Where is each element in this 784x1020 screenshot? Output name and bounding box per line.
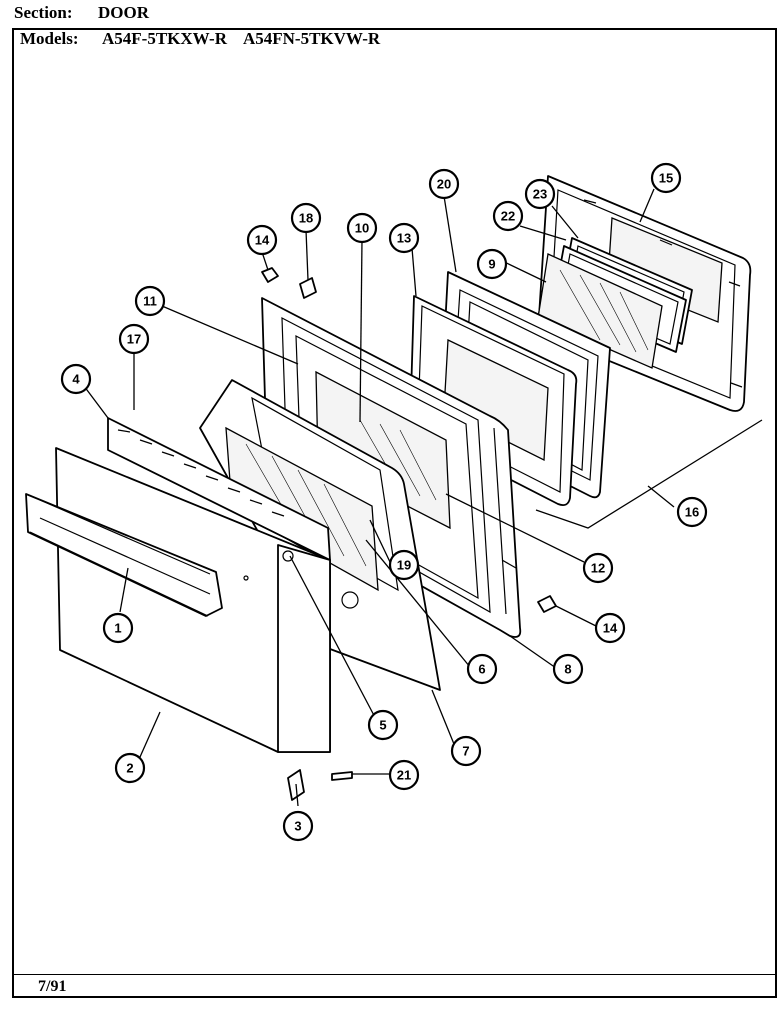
svg-text:13: 13 xyxy=(397,231,411,246)
callout-14-lower: 14 xyxy=(594,612,626,644)
callout-17: 17 xyxy=(118,323,150,355)
section-value: DOOR xyxy=(98,3,149,22)
callout-12: 12 xyxy=(582,552,614,584)
svg-text:8: 8 xyxy=(564,662,571,677)
svg-text:2: 2 xyxy=(126,761,133,776)
callout-18: 18 xyxy=(290,202,322,234)
models-line: Models: A54F-5TKXW-R A54FN-5TKVW-R xyxy=(20,29,380,49)
callout-19: 19 xyxy=(388,549,420,581)
model-number-2: A54FN-5TKVW-R xyxy=(242,29,381,48)
svg-text:12: 12 xyxy=(591,561,605,576)
svg-text:18: 18 xyxy=(299,211,313,226)
svg-text:9: 9 xyxy=(488,257,495,272)
callout-20: 20 xyxy=(428,168,460,200)
door-handle-part xyxy=(25,493,223,617)
svg-text:14: 14 xyxy=(603,621,618,636)
callout-22: 22 xyxy=(492,200,524,232)
middle-door-frame-part xyxy=(409,295,578,507)
callout-3: 3 xyxy=(282,810,314,842)
svg-text:1: 1 xyxy=(114,621,121,636)
svg-text:5: 5 xyxy=(379,718,386,733)
callout-14-upper: 14 xyxy=(246,224,278,256)
callout-8: 8 xyxy=(552,653,584,685)
date-code: 7/91 xyxy=(38,978,67,995)
svg-text:23: 23 xyxy=(533,187,547,202)
callout-11: 11 xyxy=(134,285,166,317)
svg-text:15: 15 xyxy=(659,171,673,186)
callout-7: 7 xyxy=(450,735,482,767)
svg-text:10: 10 xyxy=(355,221,369,236)
callout-16: 16 xyxy=(676,496,708,528)
footer-rule xyxy=(12,974,777,975)
section-label: Section: xyxy=(14,3,73,22)
callout-6: 6 xyxy=(466,653,498,685)
svg-text:7: 7 xyxy=(462,744,469,759)
svg-text:14: 14 xyxy=(255,233,270,248)
group-bracket-16 xyxy=(535,419,763,529)
inner-glass-part xyxy=(537,253,663,369)
callout-13: 13 xyxy=(388,222,420,254)
callout-1: 1 xyxy=(102,612,134,644)
clip-part xyxy=(299,277,317,299)
callout-21: 21 xyxy=(388,759,420,791)
callout-9: 9 xyxy=(476,248,508,280)
svg-text:3: 3 xyxy=(294,819,301,834)
svg-text:19: 19 xyxy=(397,558,411,573)
leader-lines xyxy=(83,188,675,807)
section-line: Section: DOOR xyxy=(14,3,149,23)
model-number-1: A54F-5TKXW-R xyxy=(102,29,227,48)
svg-text:21: 21 xyxy=(397,768,411,783)
svg-text:6: 6 xyxy=(478,662,485,677)
callout-15: 15 xyxy=(650,162,682,194)
svg-text:11: 11 xyxy=(143,294,157,309)
callout-2: 2 xyxy=(114,752,146,784)
callout-23: 23 xyxy=(524,178,556,210)
callout-4: 4 xyxy=(60,363,92,395)
screw-part xyxy=(331,771,353,781)
callout-10: 10 xyxy=(346,212,378,244)
svg-text:16: 16 xyxy=(685,505,699,520)
svg-text:20: 20 xyxy=(437,177,451,192)
svg-text:22: 22 xyxy=(501,209,515,224)
models-label: Models: xyxy=(20,29,79,48)
diagram-frame xyxy=(12,28,777,998)
svg-text:17: 17 xyxy=(127,332,141,347)
callout-5: 5 xyxy=(367,709,399,741)
svg-text:4: 4 xyxy=(72,372,80,387)
